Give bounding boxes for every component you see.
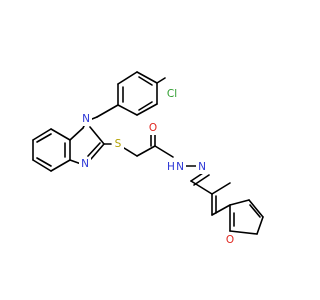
bond-ch-c [190, 180, 213, 195]
imine-nitrogen-atom: N [198, 161, 206, 173]
bond-ring-cl [156, 77, 166, 84]
amide-nitrogen-atom: N [176, 161, 184, 173]
bond-ch2-co [136, 145, 156, 157]
carbonyl-oxygen-atom: O [149, 122, 157, 134]
furan-oxygen-atom: O [226, 234, 234, 246]
nitrogen-atom-ring: N [82, 113, 90, 125]
amide-hydrogen-atom: H [167, 161, 175, 173]
bond-ch2-n [91, 116, 98, 120]
nitrogen-atom-imidazole: N [81, 158, 89, 170]
bond-s-ch2 [123, 147, 138, 157]
molecule-structure: Cl N N S O H N N O [32, 71, 264, 247]
sulfur-atom: S [115, 138, 122, 150]
benzo-ring [32, 128, 71, 172]
bond-ring-ch2 [96, 104, 119, 118]
bond-n-ch-double-b [193, 174, 210, 186]
chlorophenyl-ring [117, 71, 158, 116]
bond-ch-furan [211, 204, 231, 216]
bond-c-methyl [211, 182, 231, 195]
bond-c-nh [154, 145, 174, 158]
furan-ring [229, 199, 264, 235]
molecule-canvas: Cl N N S O H N N O [32, 71, 264, 247]
atom-labels: Cl N N S O H N N O [79, 87, 236, 247]
chlorine-atom: Cl [167, 88, 177, 100]
